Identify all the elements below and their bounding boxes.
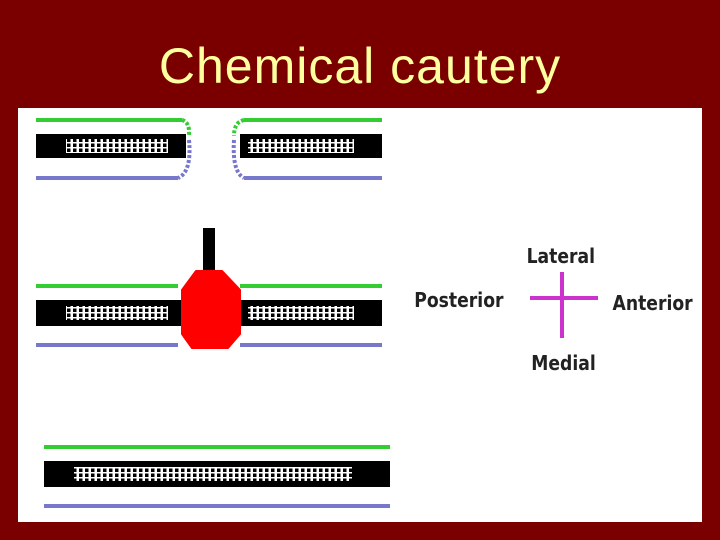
slide-title: Chemical cautery xyxy=(158,38,562,94)
cautery-stick xyxy=(203,228,215,276)
left-tissue-segment xyxy=(36,284,184,347)
tissue-dots xyxy=(74,467,352,481)
right-tissue-segment xyxy=(231,118,382,180)
tissue-dots xyxy=(248,306,354,320)
stage-divided-tissue xyxy=(36,118,382,180)
label-anterior: Anterior xyxy=(612,291,693,315)
stage-sealed-tissue xyxy=(44,445,390,508)
tissue-dots xyxy=(248,139,354,153)
label-lateral: Lateral xyxy=(526,244,596,268)
left-tissue-segment xyxy=(36,118,192,180)
tissue-dots xyxy=(66,306,168,320)
curled-end-blue xyxy=(231,139,246,180)
label-medial: Medial xyxy=(531,351,596,375)
curled-end-blue xyxy=(177,139,192,180)
cautery-tip xyxy=(181,270,241,349)
right-tissue-segment xyxy=(238,284,382,347)
diagram-panel: Lateral Posterior Anterior Medial xyxy=(18,108,702,522)
cautery-diagram xyxy=(36,118,598,508)
tissue-dots xyxy=(66,139,168,153)
label-posterior: Posterior xyxy=(414,288,504,312)
stage-cautery-applied xyxy=(36,228,382,349)
curled-end-green xyxy=(181,118,192,137)
orientation-compass xyxy=(530,272,598,338)
curled-end-green xyxy=(232,118,245,137)
